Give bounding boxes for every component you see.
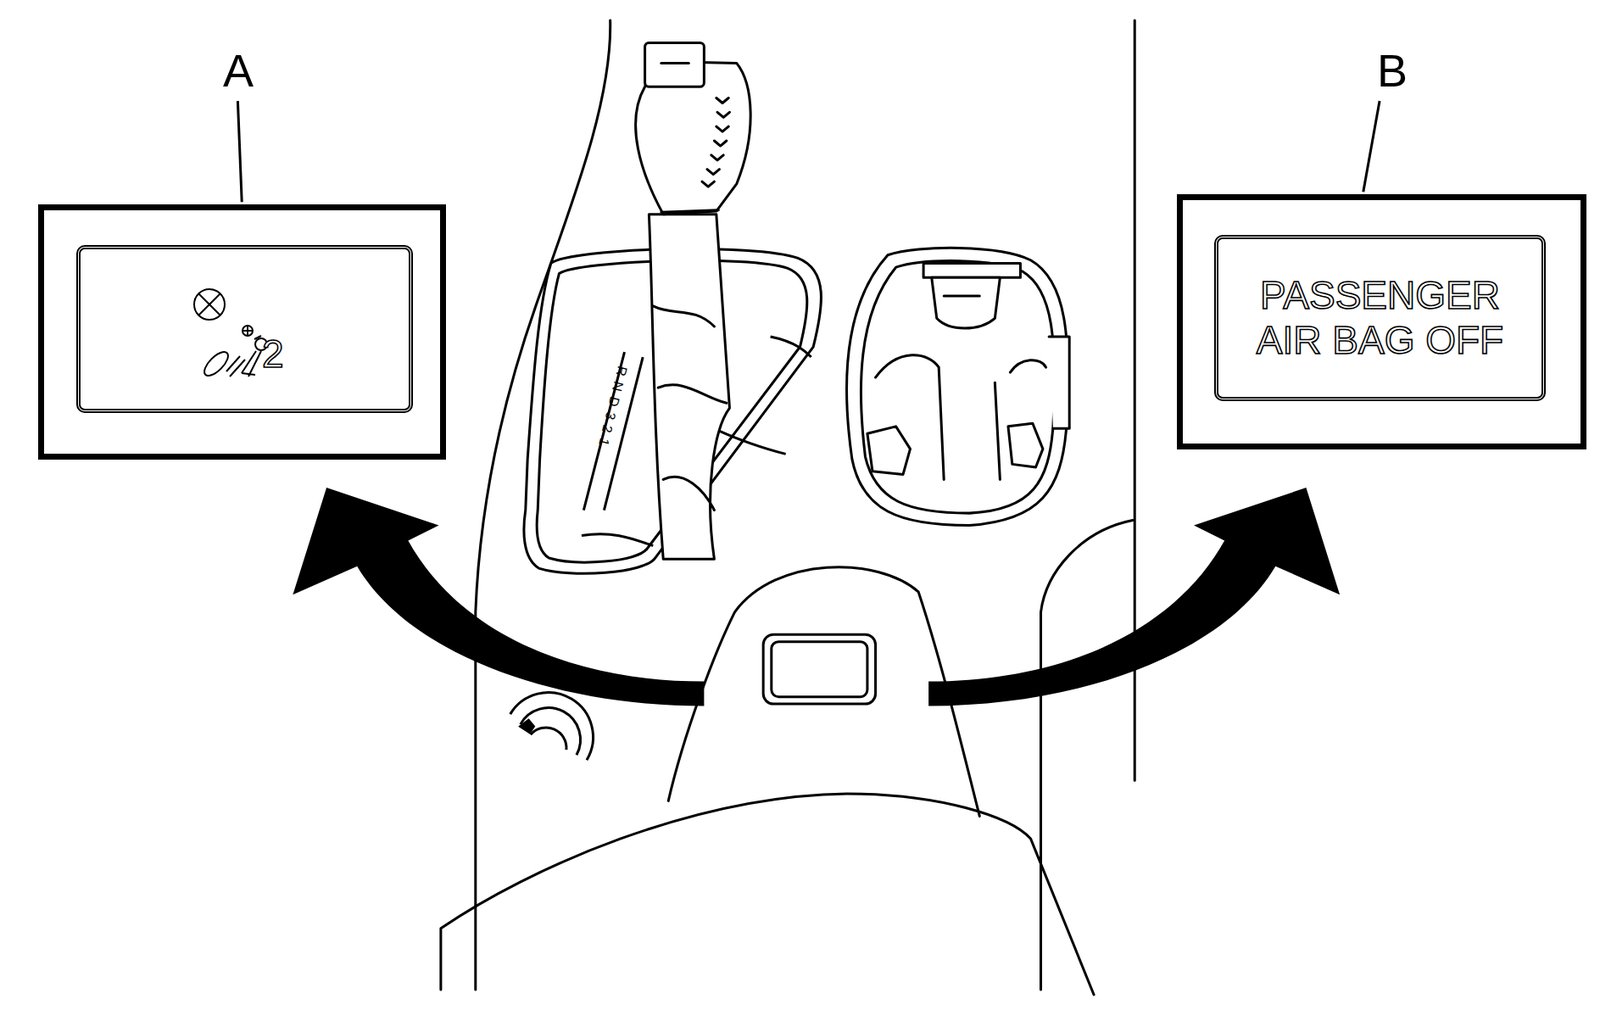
indicator-arrows: [928, 487, 1340, 706]
airbag-symbol: [194, 289, 225, 320]
indicator-arrows: [292, 487, 1340, 706]
leader-lines: [237, 100, 242, 202]
cup-holder: [846, 247, 1070, 525]
airbag-symbol: [241, 351, 262, 377]
gear-lever: [635, 43, 752, 560]
cup-holder: [867, 426, 911, 475]
dial-knob: [520, 719, 535, 732]
airbag-symbol: [198, 293, 221, 316]
airbag-symbol: [80, 249, 409, 409]
console-outline: [440, 20, 1135, 995]
center-button: [763, 634, 876, 704]
center-button: [763, 634, 876, 704]
cup-holder: [943, 294, 980, 297]
gear-lever: [652, 306, 727, 511]
dial-knob: [530, 727, 567, 750]
leader-lines: [237, 100, 1380, 202]
indicator-window: PASSENGER AIR BAG OFF: [1214, 234, 1546, 402]
warning-text: PASSENGER AIR BAG OFF: [1243, 273, 1517, 363]
airbag-symbol: [242, 325, 253, 336]
indicator-window: 2: [76, 245, 413, 413]
symbol-digit: 2: [262, 334, 285, 374]
cup-holder: [860, 261, 1054, 514]
indicator-panel: 2: [38, 204, 446, 460]
leader-lines: [1363, 100, 1380, 192]
gear-lever: [645, 43, 705, 88]
airbag-symbol: [226, 356, 246, 377]
dial-knob: [510, 692, 594, 761]
dial-knob: [510, 692, 594, 761]
console-outline: [440, 793, 1094, 995]
cup-holder: [846, 247, 1068, 525]
console-outline: [1041, 520, 1133, 990]
airbag-symbol: [200, 348, 233, 380]
indicator-panel: PASSENGER AIR BAG OFF: [1176, 194, 1587, 450]
shifter-slot: [583, 351, 643, 510]
callout-letter: A: [222, 47, 254, 94]
gear-lever: [648, 214, 730, 560]
gear-lever: [661, 210, 719, 212]
airbag-symbol: [243, 326, 252, 335]
indicator-arrows: [292, 487, 704, 706]
gear-lever: [702, 97, 730, 187]
gear-lever: [661, 61, 689, 65]
cup-holder: [1048, 336, 1070, 429]
center-button: [771, 641, 868, 697]
callout-letter: B: [1377, 47, 1408, 94]
dial-knob: [520, 708, 581, 756]
cup-holder: [931, 277, 1001, 329]
cup-holder: [923, 262, 1021, 278]
cup-holder: [1008, 423, 1043, 468]
